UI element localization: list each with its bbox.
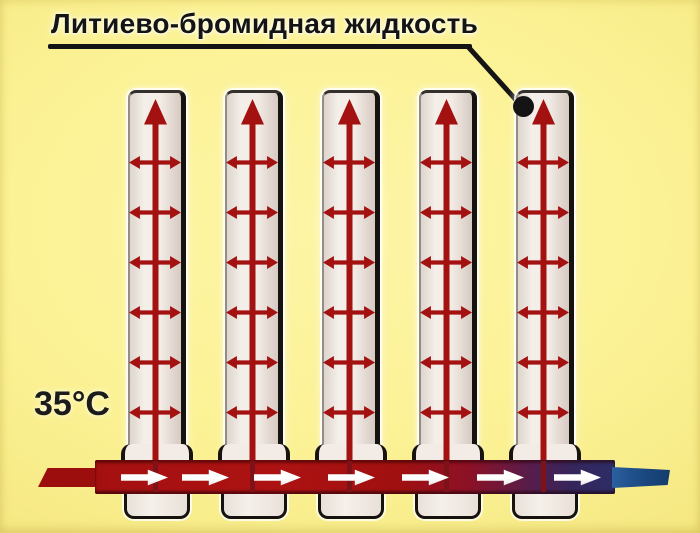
title-underline — [48, 44, 472, 49]
outlet-pipe — [612, 467, 670, 488]
diagram-title: Литиево-бромидная жидкость — [51, 8, 478, 39]
inlet-pipe — [38, 468, 98, 487]
pointer-dot — [513, 96, 534, 117]
liquid-channel-through-pipe — [250, 461, 255, 492]
tube-foot — [318, 491, 384, 519]
tube-foot — [415, 491, 481, 519]
tube-foot — [512, 491, 578, 519]
temperature-label: 35°C — [34, 385, 110, 423]
liquid-channel-through-pipe — [444, 461, 449, 492]
tube-foot — [221, 491, 287, 519]
tube-foot — [124, 491, 190, 519]
liquid-channel-through-pipe — [541, 461, 546, 492]
